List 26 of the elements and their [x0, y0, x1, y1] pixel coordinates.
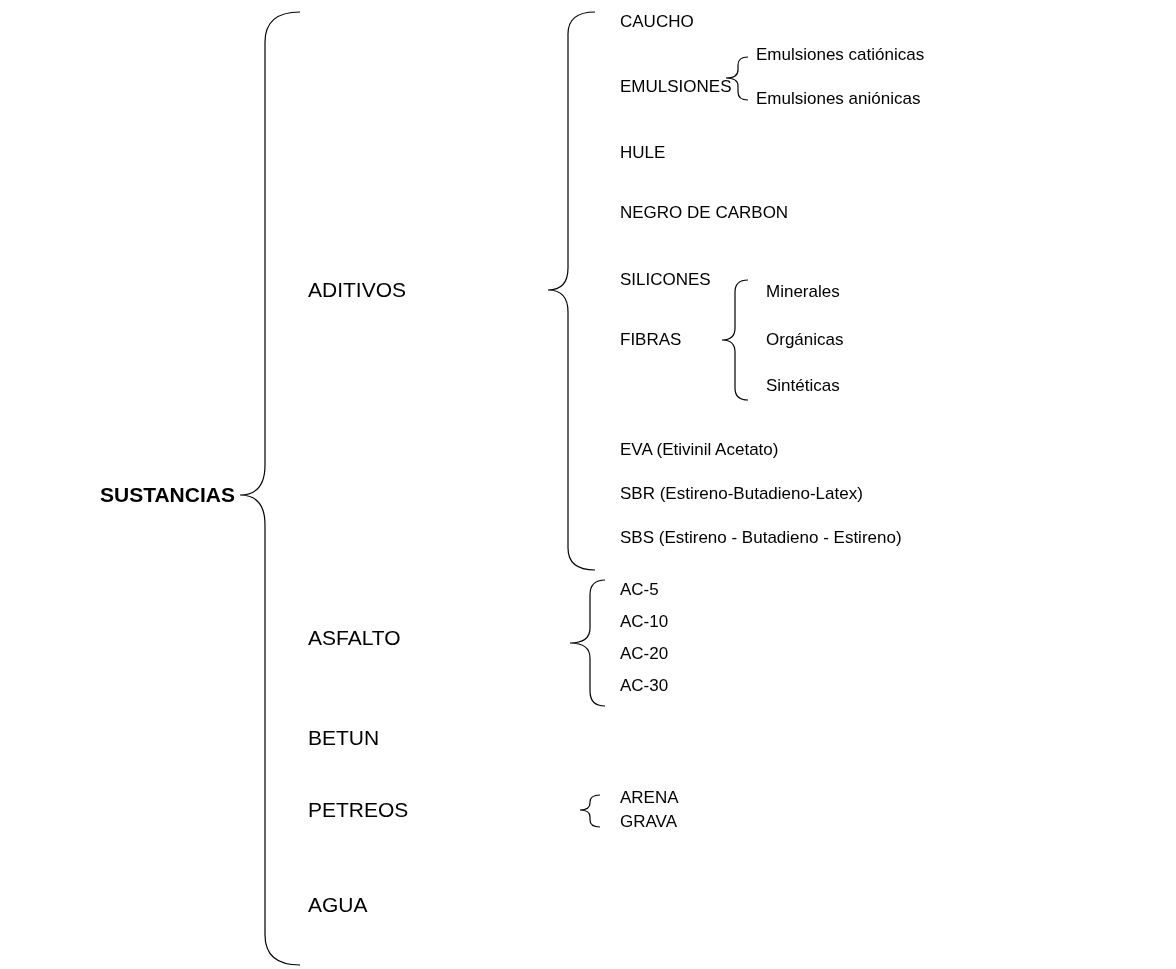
- category-text: Orgánicas: [766, 330, 844, 350]
- category-text: ADITIVOS: [308, 277, 407, 303]
- category-text: AC-5: [620, 580, 659, 600]
- category-text: SBS (Estireno - Butadieno - Estireno): [620, 528, 902, 548]
- category-text: SILICONES: [620, 270, 711, 290]
- category-text: ARENA: [620, 788, 679, 808]
- category-text: AC-10: [620, 612, 669, 632]
- category-text: FIBRAS: [620, 330, 682, 350]
- category-text: Emulsiones catiónicas: [756, 45, 925, 65]
- category-text: Sintéticas: [766, 376, 840, 396]
- category-text: EMULSIONES: [620, 77, 732, 97]
- category-text: EVA (Etivinil Acetato): [620, 440, 779, 460]
- category-text: HULE: [620, 143, 666, 163]
- category-text: SBR (Estireno-Butadieno-Latex): [620, 484, 863, 504]
- category-text: AC-30: [620, 676, 669, 696]
- category-text: Minerales: [766, 282, 840, 302]
- category-text: GRAVA: [620, 812, 677, 832]
- category-text: Emulsiones aniónicas: [756, 89, 921, 109]
- category-text: NEGRO DE CARBON: [620, 203, 789, 223]
- category-text: BETUN: [308, 725, 380, 751]
- category-text: PETREOS: [308, 797, 409, 823]
- category-text: AC-20: [620, 644, 669, 664]
- category-text: CAUCHO: [620, 12, 694, 32]
- category-text: ASFALTO: [308, 625, 401, 651]
- heading-text: SUSTANCIAS: [100, 482, 235, 508]
- category-text: AGUA: [308, 892, 368, 918]
